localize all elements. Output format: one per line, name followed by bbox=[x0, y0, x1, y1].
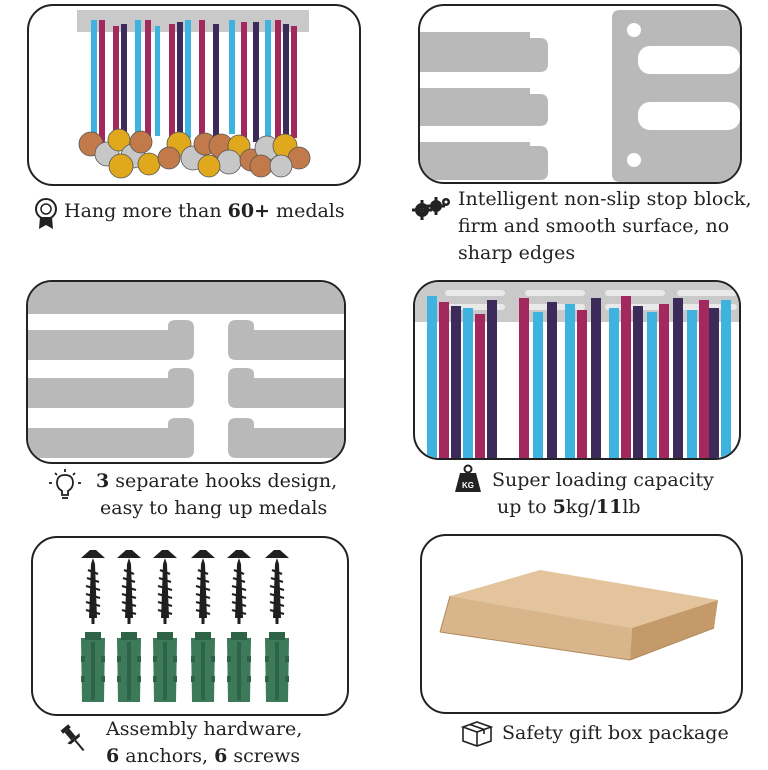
caption-stop-block: Intelligent non-slip stop block, firm an… bbox=[458, 188, 752, 264]
lightbulb-icon bbox=[48, 468, 82, 502]
caption-assembly-hardware: Assembly hardware, 6 anchors, 6 screws bbox=[106, 718, 303, 767]
panel-stop-block-closeup bbox=[418, 4, 742, 184]
hardware-illustration bbox=[79, 548, 291, 702]
pushpin-icon bbox=[60, 722, 88, 756]
gift-box-illustration bbox=[439, 570, 718, 661]
panel-separate-hooks bbox=[26, 280, 346, 464]
hooks-illustration bbox=[28, 282, 344, 458]
caption-hooks: 3 separate hooks design, easy to hang up… bbox=[96, 470, 338, 519]
stop-block-illustration bbox=[420, 10, 740, 182]
gift-box-icon bbox=[460, 718, 494, 748]
panel-gift-box bbox=[420, 534, 743, 714]
ribbons-illustration bbox=[415, 282, 739, 458]
svg-text:KG: KG bbox=[462, 481, 474, 490]
panel-loading-capacity bbox=[413, 280, 741, 460]
panel-medal-rack-photo bbox=[27, 4, 361, 186]
caption-loading-capacity: Super loading capacity up to 5kg/11lb bbox=[492, 469, 714, 518]
medal-icon bbox=[34, 197, 58, 231]
weight-icon: KG bbox=[454, 464, 482, 494]
medal-rack-illustration bbox=[77, 10, 311, 179]
gears-icon bbox=[412, 196, 452, 220]
caption-gift-box: Safety gift box package bbox=[502, 722, 729, 744]
caption-hang-medals: Hang more than 60+ medals bbox=[64, 200, 345, 222]
panel-assembly-hardware bbox=[31, 536, 349, 716]
